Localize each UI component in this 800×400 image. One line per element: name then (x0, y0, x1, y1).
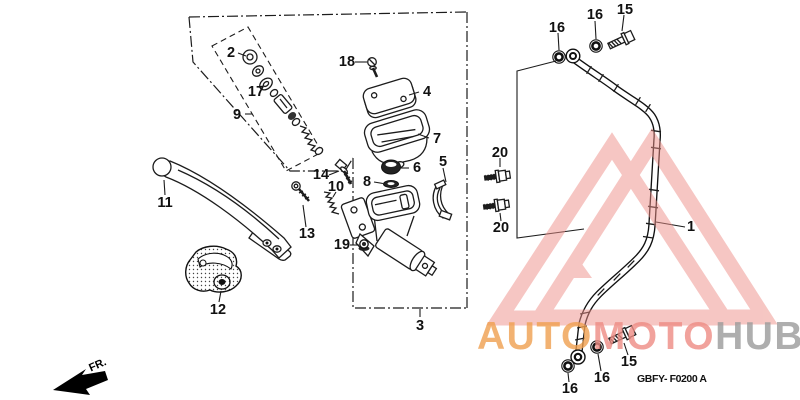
watermark-triangle-right (526, 128, 778, 325)
part-label-1: 1 (687, 219, 695, 235)
part-label-10: 10 (328, 179, 344, 195)
lever-bracket-drawing (185, 245, 242, 293)
watermark-text-hub: HUB (715, 315, 800, 358)
front-direction-arrow: FR. (53, 356, 108, 395)
part-label-16: 16 (562, 381, 578, 397)
part-label-17: 17 (248, 84, 264, 100)
lower-banjo-hardware (561, 324, 637, 373)
screw-13-drawing (291, 181, 310, 202)
part-label-11: 11 (157, 195, 172, 211)
part-label-13: 13 (299, 226, 315, 242)
part-label-15: 15 (617, 2, 633, 18)
cap-screw-drawing (367, 57, 379, 78)
part-label-7: 7 (433, 131, 441, 147)
part-label-2: 2 (227, 45, 235, 61)
washer-8-drawing (383, 180, 399, 188)
part-label-16: 16 (587, 7, 603, 23)
part-label-15: 15 (621, 354, 637, 370)
part-label-20: 20 (493, 220, 509, 236)
part-label-16: 16 (594, 370, 610, 386)
watermark: AUTOMOTOHUB (477, 128, 800, 358)
part-label-6: 6 (413, 160, 421, 176)
part-label-9: 9 (233, 107, 241, 123)
bolt-14-drawing (334, 158, 353, 185)
part-label-8: 8 (363, 174, 371, 190)
diagram-code-label: GBFY- F0200 A (637, 373, 707, 385)
master-cylinder-drawing (340, 184, 438, 277)
banjo-bolt-lower (607, 324, 637, 345)
watermark-triangle-small (562, 257, 592, 278)
reservoir-cap-drawing (362, 77, 417, 119)
part-label-14: 14 (313, 167, 329, 183)
hose-clamp-drawing (432, 179, 453, 221)
watermark-text-moto: MOTO (593, 315, 715, 358)
reservoir-drawing (363, 109, 431, 169)
watermark-brand-text: AUTOMOTOHUB (477, 315, 800, 358)
part-label-5: 5 (439, 154, 447, 170)
part-label-12: 12 (210, 302, 226, 318)
part-label-19: 19 (334, 237, 350, 253)
bolt-20-lower-drawing (482, 198, 511, 213)
part-label-3: 3 (416, 318, 424, 334)
part-label-18: 18 (339, 54, 355, 70)
banjo-bolt-upper (606, 29, 636, 50)
watermark-text-auto: AUTO (477, 315, 593, 358)
part-number-labels: 1234567891011121314151616171819202015161… (157, 2, 695, 397)
part-label-4: 4 (423, 84, 431, 100)
brake-lever-drawing (152, 157, 292, 261)
brake-hose-drawing (565, 48, 662, 365)
grommet-drawing (381, 159, 401, 175)
piston-kit-drawing (242, 49, 324, 156)
hose-sleeve-bands (574, 65, 662, 341)
part-label-16: 16 (549, 20, 565, 36)
part-label-20: 20 (492, 145, 508, 161)
bolt-20-upper-drawing (483, 169, 512, 184)
nut-19-drawing (358, 239, 370, 251)
spring-10-drawing (323, 191, 340, 215)
upper-banjo-hardware (552, 29, 636, 64)
